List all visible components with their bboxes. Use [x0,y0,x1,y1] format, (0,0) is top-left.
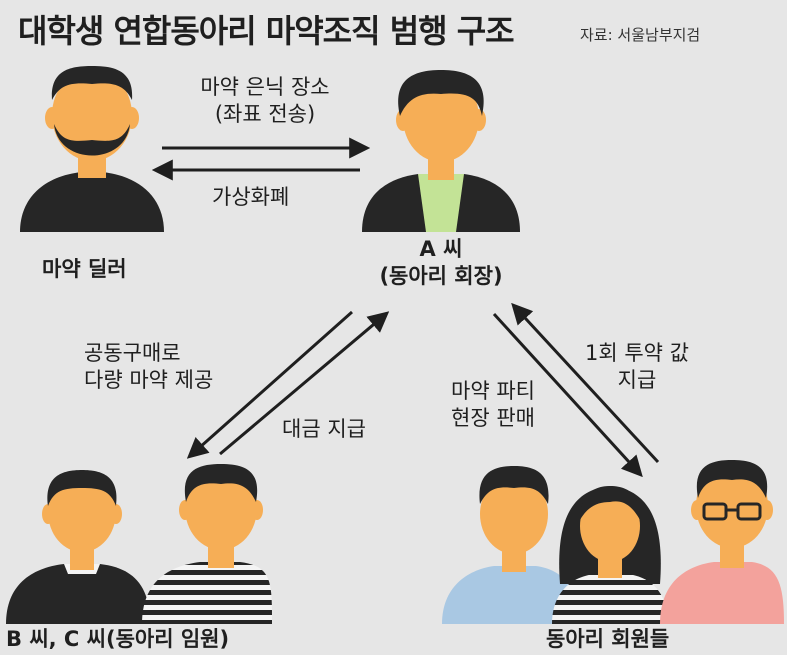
dealer-label: 마약 딜러 [42,257,127,281]
a-label-name: A 씨 [419,237,463,261]
edge-label-dose-payment-line1: 1회 투약 값 [585,341,689,365]
glasses-icon [702,502,762,521]
arrow-a-to-bc [186,310,353,459]
edge-label-payment: 대금 지급 [282,417,366,441]
edge-label-coordinates-line2: (좌표 전송) [214,102,316,126]
members-label: 동아리 회원들 [546,627,670,651]
edge-label-party-sale-line1: 마약 파티 [451,379,535,403]
edge-label-party-sale: 마약 파티 현장 판매 [432,378,554,432]
dealer-figure [20,66,164,232]
arrow-members-to-a [511,302,660,464]
member-figure-1 [442,466,578,624]
edge-label-dose-payment-line2: 지급 [617,368,657,392]
a-label-role: (동아리 회장) [379,264,503,288]
edge-label-coordinates: 마약 은닉 장소 (좌표 전송) [186,74,344,128]
a-label: A 씨 (동아리 회장) [362,236,520,290]
arrow-bc-to-a [219,311,390,456]
edge-label-dose-payment: 1회 투약 값 지급 [576,340,698,394]
edge-label-bulk-supply-line2: 다량 마약 제공 [84,368,214,392]
source-credit: 자료: 서울남부지검 [580,26,701,44]
member-figure-2 [552,486,668,624]
arrow-a-to-members [492,312,643,478]
edge-label-crypto: 가상화폐 [212,185,290,209]
bc-label: B 씨, C 씨(동아리 임원) [6,627,230,651]
page-title: 대학생 연합동아리 마약조직 범행 구조 [18,12,515,50]
edge-label-bulk-supply-line1: 공동구매로 [84,341,181,365]
a-president-figure [362,70,520,232]
c-officer-figure [142,464,272,624]
member-figure-3 [660,460,784,624]
edge-label-party-sale-line2: 현장 판매 [451,406,535,430]
edge-label-bulk-supply: 공동구매로 다량 마약 제공 [84,340,213,394]
b-officer-figure [6,470,150,624]
edge-label-coordinates-line1: 마약 은닉 장소 [200,75,330,99]
